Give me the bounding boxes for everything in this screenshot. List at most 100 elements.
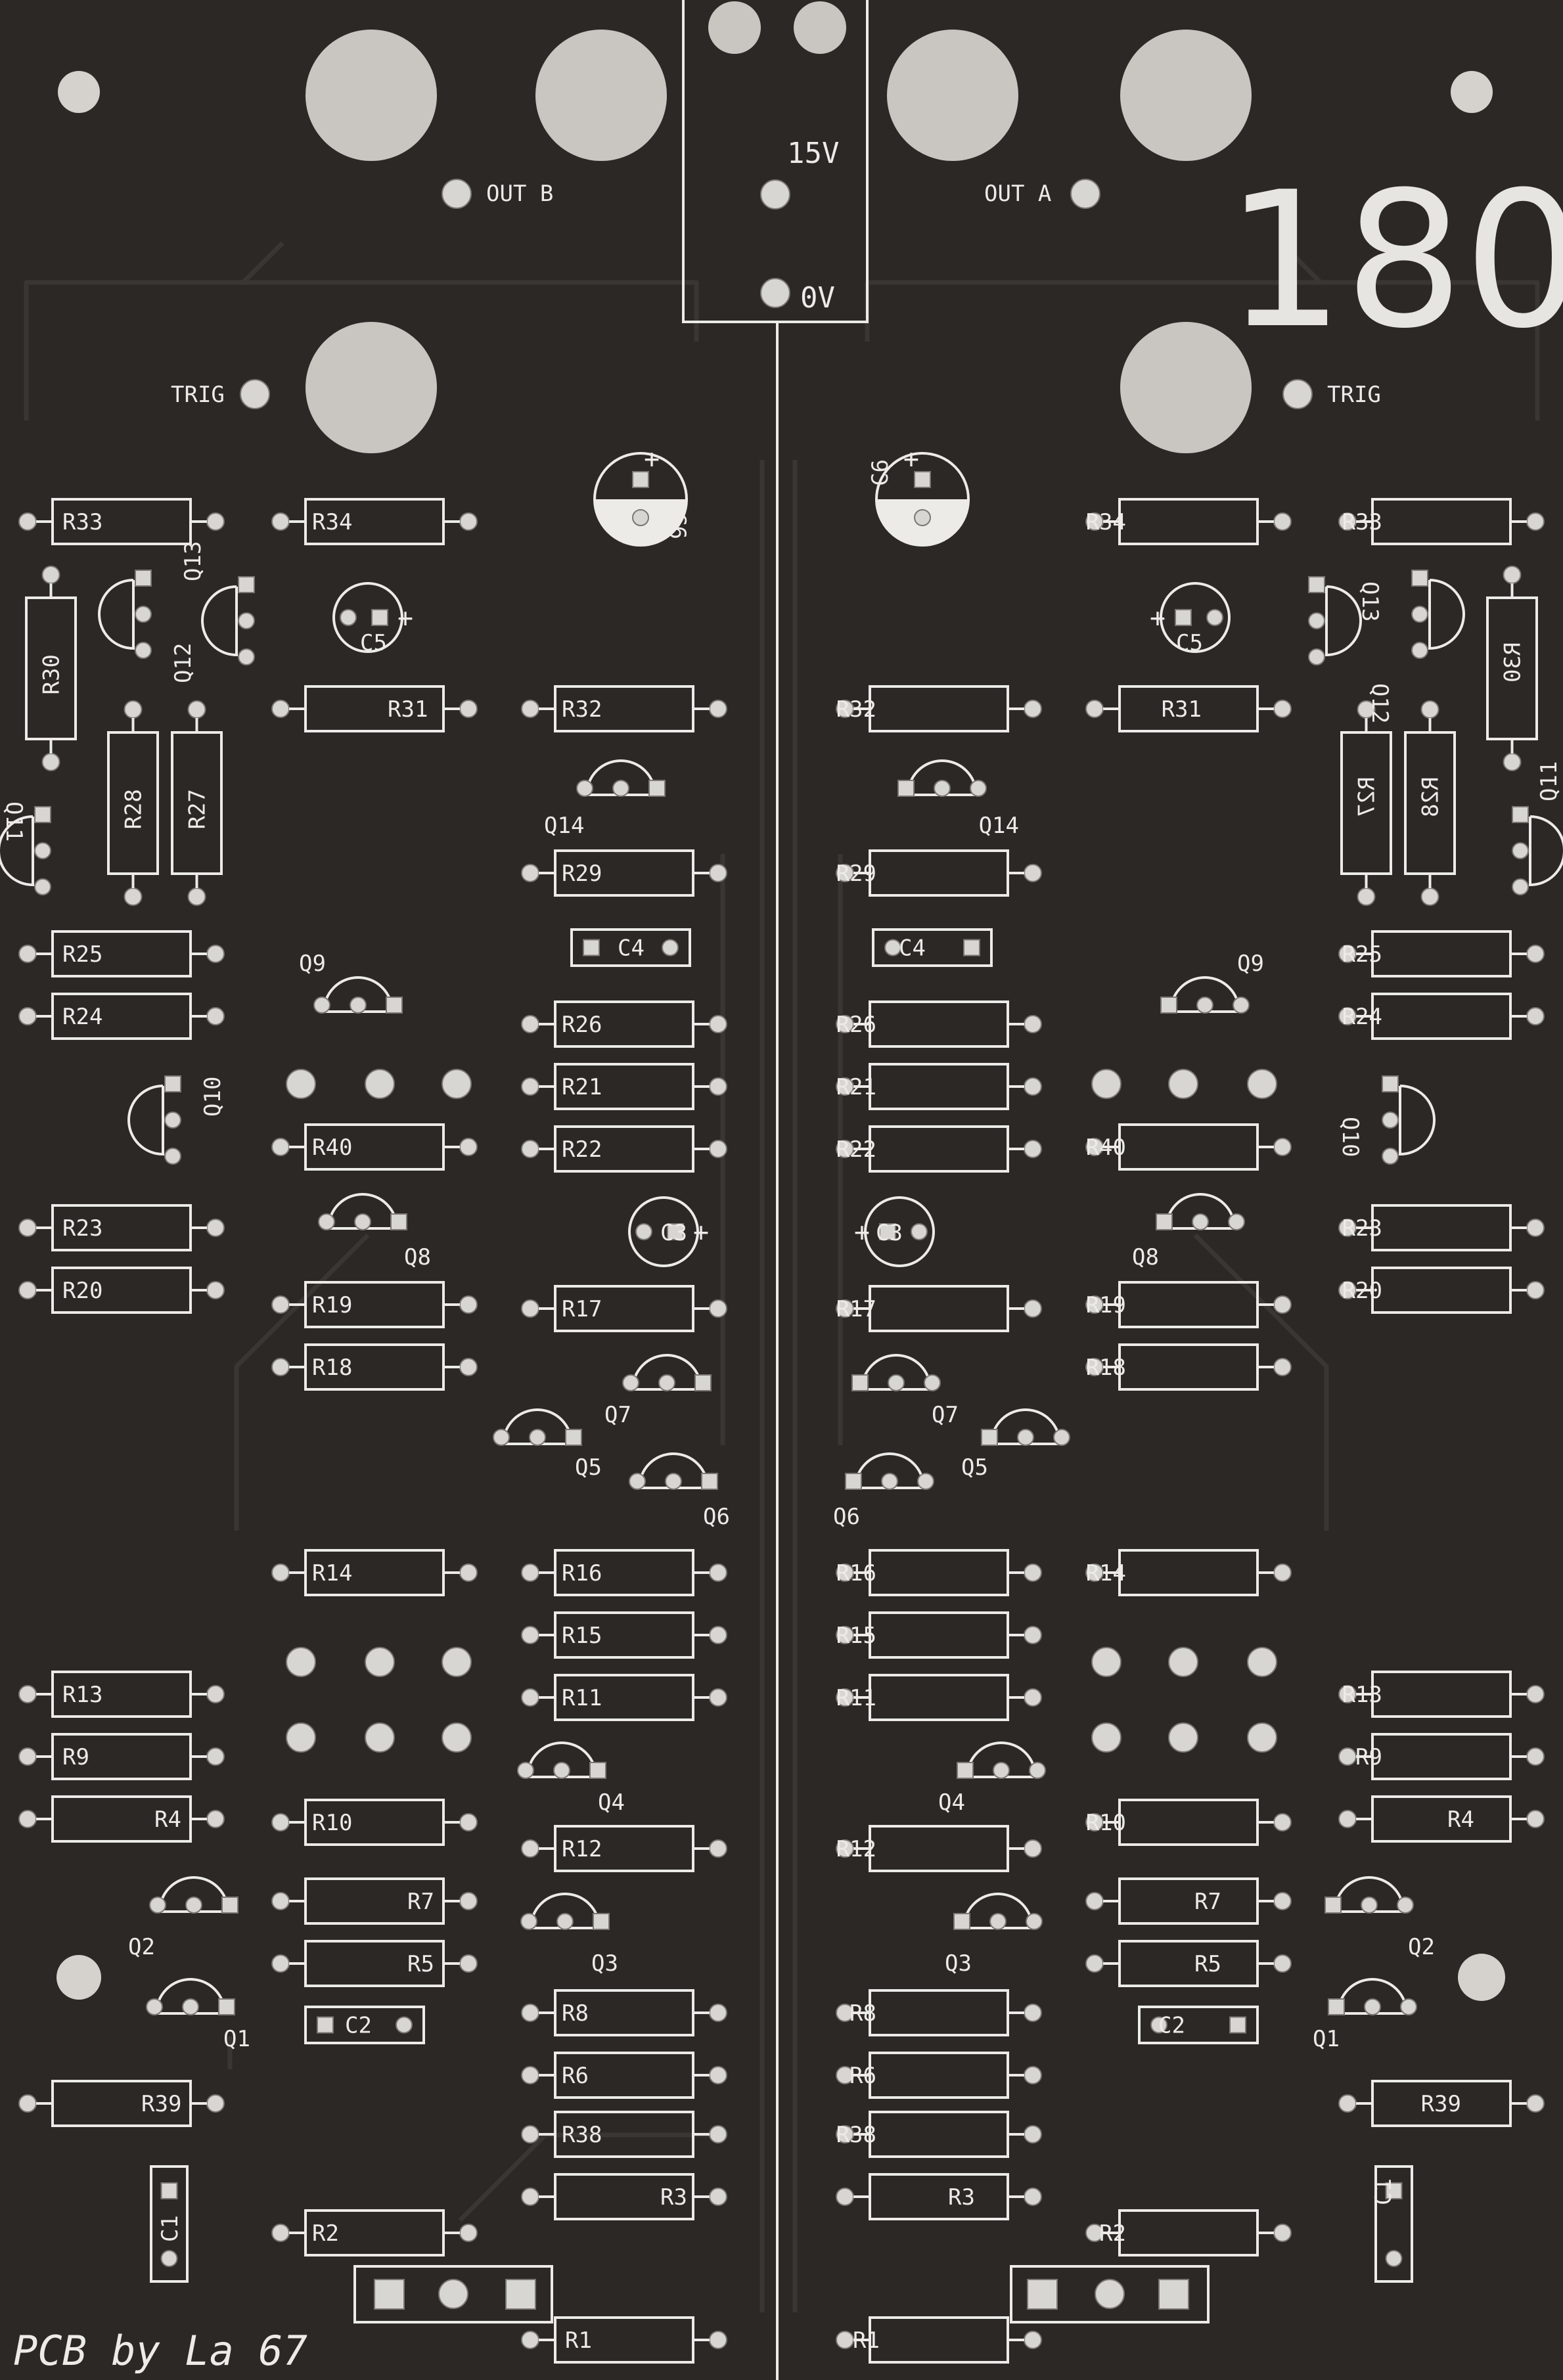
resistor-r24: R24 bbox=[18, 993, 225, 1040]
capacitor-c3: +C3 bbox=[628, 1196, 709, 1267]
resistor-r23: R23 bbox=[1338, 1204, 1545, 1251]
capacitor-c2: C2 bbox=[304, 2006, 425, 2044]
resistor-label: R4 bbox=[154, 1807, 181, 1833]
resistor-label: R3 bbox=[660, 2184, 687, 2211]
pad-trig-right bbox=[1282, 379, 1313, 409]
pad-0v bbox=[760, 278, 790, 308]
transistor-q7: Q7 bbox=[851, 1354, 959, 1428]
resistor-label: R23 bbox=[62, 1215, 102, 1242]
resistor-label: R6 bbox=[562, 2063, 589, 2089]
power-header-outline bbox=[682, 0, 869, 323]
svg-text:+: + bbox=[1150, 603, 1166, 633]
transistor-q5: Q5 bbox=[493, 1408, 602, 1481]
resistor-label: R2 bbox=[312, 2220, 339, 2247]
resistor-label: R17 bbox=[836, 1296, 876, 1322]
transistor-q3: Q3 bbox=[945, 1893, 1043, 1977]
transistor-q14: Q14 bbox=[544, 759, 666, 839]
resistor-label: R27 bbox=[185, 789, 211, 829]
footprint-pad bbox=[442, 1722, 472, 1753]
resistor-r17: R17 bbox=[836, 1285, 1042, 1332]
resistor-label: R1 bbox=[565, 2327, 592, 2354]
resistor-label: R34 bbox=[312, 509, 352, 535]
resistor-r13: R13 bbox=[18, 1671, 225, 1718]
transistor-q11: Q11 bbox=[0, 801, 51, 895]
resistor-r6: R6 bbox=[521, 2052, 727, 2099]
resistor-label: R5 bbox=[1194, 1951, 1221, 1977]
label-out-b: OUT B bbox=[486, 181, 553, 207]
transistor-q8: Q8 bbox=[318, 1193, 431, 1270]
resistor-r28: R28 bbox=[107, 700, 159, 906]
capacitor-label: C6 bbox=[664, 512, 691, 539]
capacitor-label: C4 bbox=[899, 935, 926, 962]
resistor-r15: R15 bbox=[521, 1611, 727, 1659]
transistor-label: Q14 bbox=[979, 813, 1019, 839]
capacitor-c6: +C6 bbox=[867, 444, 970, 547]
resistor-label: R8 bbox=[562, 2000, 589, 2027]
transistor-q4: Q4 bbox=[517, 1741, 625, 1816]
transistor-label: Q9 bbox=[1237, 951, 1264, 977]
resistor-label: R13 bbox=[62, 1682, 102, 1708]
resistor-label: R31 bbox=[1162, 696, 1202, 723]
resistor-r7: R7 bbox=[1085, 1877, 1292, 1925]
resistor-r27: R27 bbox=[1340, 700, 1392, 906]
resistor-label: R23 bbox=[1342, 1215, 1382, 1242]
resistor-r10: R10 bbox=[1085, 1799, 1292, 1846]
resistor-label: R18 bbox=[1086, 1355, 1126, 1381]
transistor-label: Q10 bbox=[200, 1077, 226, 1117]
resistor-label: R28 bbox=[1418, 777, 1444, 817]
resistor-r34: R34 bbox=[1085, 498, 1292, 545]
transistor-q2: Q2 bbox=[128, 1876, 238, 1960]
capacitor-c5: +C5 bbox=[332, 582, 413, 656]
power-header-hole-2 bbox=[794, 1, 846, 54]
resistor-r22: R22 bbox=[836, 1125, 1042, 1173]
resistor-label: R32 bbox=[562, 696, 602, 723]
transistor-label: Q11 bbox=[1536, 761, 1562, 801]
resistor-label: R11 bbox=[562, 1685, 602, 1711]
resistor-r26: R26 bbox=[836, 1000, 1042, 1048]
transistor-q14: Q14 bbox=[897, 759, 1019, 839]
resistor-label: R9 bbox=[1355, 1744, 1382, 1770]
trig-jack-hole-left bbox=[306, 322, 437, 453]
resistor-label: R30 bbox=[1500, 642, 1526, 683]
resistor-r21: R21 bbox=[836, 1063, 1042, 1110]
resistor-r17: R17 bbox=[521, 1285, 727, 1332]
transistor-label: Q7 bbox=[604, 1402, 631, 1428]
transistor-q10: Q10 bbox=[127, 1075, 226, 1165]
resistor-r40: R40 bbox=[1085, 1123, 1292, 1171]
transistor-label: Q10 bbox=[1337, 1117, 1363, 1157]
transistor-q10: Q10 bbox=[1337, 1075, 1436, 1165]
resistor-r10: R10 bbox=[271, 1799, 478, 1846]
resistor-r5: R5 bbox=[1085, 1940, 1292, 1987]
resistor-label: R12 bbox=[836, 1836, 876, 1862]
label-trig-right: TRIG bbox=[1327, 382, 1381, 408]
resistor-label: R33 bbox=[1342, 509, 1382, 535]
resistor-r11: R11 bbox=[836, 1674, 1042, 1721]
resistor-r4: R4 bbox=[1338, 1795, 1545, 1843]
resistor-label: R9 bbox=[62, 1744, 89, 1770]
pad-out-a bbox=[1070, 179, 1100, 209]
resistor-label: R32 bbox=[836, 696, 876, 723]
resistor-r27: R27 bbox=[171, 700, 223, 906]
transistor-q11: Q11 bbox=[1512, 761, 1563, 895]
transistor-label: Q8 bbox=[1132, 1244, 1159, 1270]
trig-jack-hole-right bbox=[1120, 322, 1252, 453]
resistor-label: R5 bbox=[407, 1951, 434, 1977]
capacitor-label: C1 bbox=[1370, 2178, 1397, 2205]
resistor-label: R8 bbox=[849, 2000, 876, 2027]
mounting-hole-bl bbox=[57, 1955, 101, 2000]
transistor-q3: Q3 bbox=[520, 1893, 618, 1977]
resistor-r25: R25 bbox=[1338, 930, 1545, 977]
capacitor-c1: C1 bbox=[1370, 2165, 1413, 2283]
resistor-r1: R1 bbox=[521, 2316, 727, 2364]
resistor-r9: R9 bbox=[1338, 1733, 1545, 1780]
transistor-label: Q12 bbox=[1367, 683, 1393, 723]
label-15v: 15V bbox=[787, 137, 839, 170]
board-number: 180 bbox=[1225, 152, 1563, 370]
resistor-label: R2 bbox=[1099, 2220, 1126, 2247]
power-header-hole-1 bbox=[708, 1, 761, 54]
resistor-label: R21 bbox=[836, 1074, 876, 1100]
footprint-pad bbox=[365, 1069, 395, 1099]
transistor-q6: Q6 bbox=[833, 1452, 934, 1530]
capacitor-c6: +C6 bbox=[593, 444, 691, 547]
transistor-q8: Q8 bbox=[1132, 1193, 1245, 1270]
